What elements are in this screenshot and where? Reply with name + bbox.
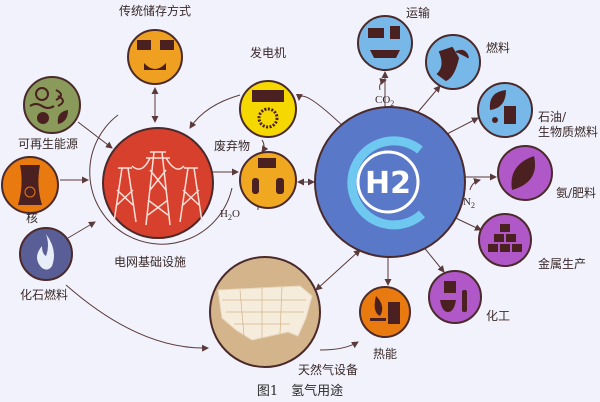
h2-label: H2 [365,166,411,201]
storage-node [127,29,183,85]
arrow-h2-fuel [417,85,441,113]
label-generator: 发电机 [250,45,286,60]
grid-outer-arc [89,114,233,245]
h2-swirl-icon [347,136,426,230]
fossil-fuel-node [19,227,73,281]
label-metal: 金属生产 [538,256,586,271]
generator-icon [252,90,284,102]
arrow-n2 [469,178,481,191]
renewable-node [23,76,81,134]
figure-caption: 图1 氢气用途 [257,383,343,399]
arrow-co2 [379,78,387,91]
leaf-icon [489,90,506,110]
mortar-icon [440,300,456,312]
chemical-node [428,270,482,324]
oil-biofuel-node [477,82,533,138]
heat-node [359,286,411,338]
test-tube-icon [462,290,467,312]
bottle-icon [252,178,259,194]
storage-tank-icon [160,40,174,50]
turbine-icon [257,107,279,129]
label-co2: CO2 [375,94,394,108]
waste-bin-icon [258,158,276,168]
hydrogen-node: H2 [314,106,466,258]
waste-node [239,151,297,209]
plant-leaf-icon [511,156,536,190]
label-n2: N2 [463,196,475,210]
connections [60,71,497,352]
label-nuclear: 核 [26,211,38,225]
ammonia-node [497,145,553,201]
flame-icon [374,296,383,316]
wave-icon [29,103,55,109]
fuel-nozzle-icon [436,46,469,82]
label-heat: 热能 [373,347,397,361]
leaf-icon [57,110,68,124]
grid-node [102,127,214,239]
arrow-renewable-grid [77,121,113,149]
label-waste: 废弃物 [214,138,250,153]
arrow-fossil-grid [67,221,96,239]
fuel-node [425,34,481,90]
transport-node [357,15,413,71]
label-transport: 运输 [406,5,430,20]
geothermal-icon [37,112,49,124]
arrow-fossil-gas [65,284,209,352]
sun-icon [35,87,49,101]
ship-icon [370,50,400,58]
oil-drop-icon [492,117,498,123]
gas-infra-node [209,256,321,368]
arrow-waste-in [261,139,269,153]
metal-ingots-icon [488,224,522,252]
battery-icon [137,40,151,50]
label-traditional-storage: 传统储存方式 [119,3,191,18]
generator-node [239,80,297,138]
oil-barrel-icon [504,106,516,124]
arrow-h2-generator [295,93,346,129]
metal-node [478,213,532,267]
label-oil-biofuel-2: 生物质燃料 [538,124,598,139]
atom-icon [24,186,36,198]
label-chemical: 化工 [486,309,510,323]
label-grid: 电网基础设施 [114,255,186,269]
us-map-icon [217,285,313,341]
wind-icon [55,89,64,107]
label-fuel: 燃料 [486,40,510,55]
cooling-tower-icon [18,165,42,205]
label-renewable: 可再生能源 [18,137,78,151]
train-icon [390,26,400,39]
nuclear-node [1,156,59,214]
truck-icon [368,28,384,38]
arrow-h2-oil [444,117,479,136]
building-icon [388,302,400,324]
arrow-h2-gas [315,249,361,291]
labels: 传统储存方式 发电机 可再生能源 核 化石燃料 电网基础设施 废弃物 运输 燃料… [18,3,598,399]
label-h2o: H2O [220,208,240,222]
factory-icon [444,281,456,293]
label-ammonia: 氨/肥料 [556,186,596,200]
arrow-generator-grid [189,94,241,129]
pumped-storage-icon [144,63,166,70]
arrow-h2-chemical [421,244,445,273]
power-tower-icon [113,151,203,226]
label-gas-infra: 天然气设备 [298,362,358,377]
label-fossil-fuel: 化石燃料 [20,287,68,302]
label-oil-biofuel-1: 石油/ [538,110,567,124]
arrow-gas-heat [319,341,359,351]
gas-cylinder-icon [276,178,284,194]
flame-icon [37,234,54,270]
